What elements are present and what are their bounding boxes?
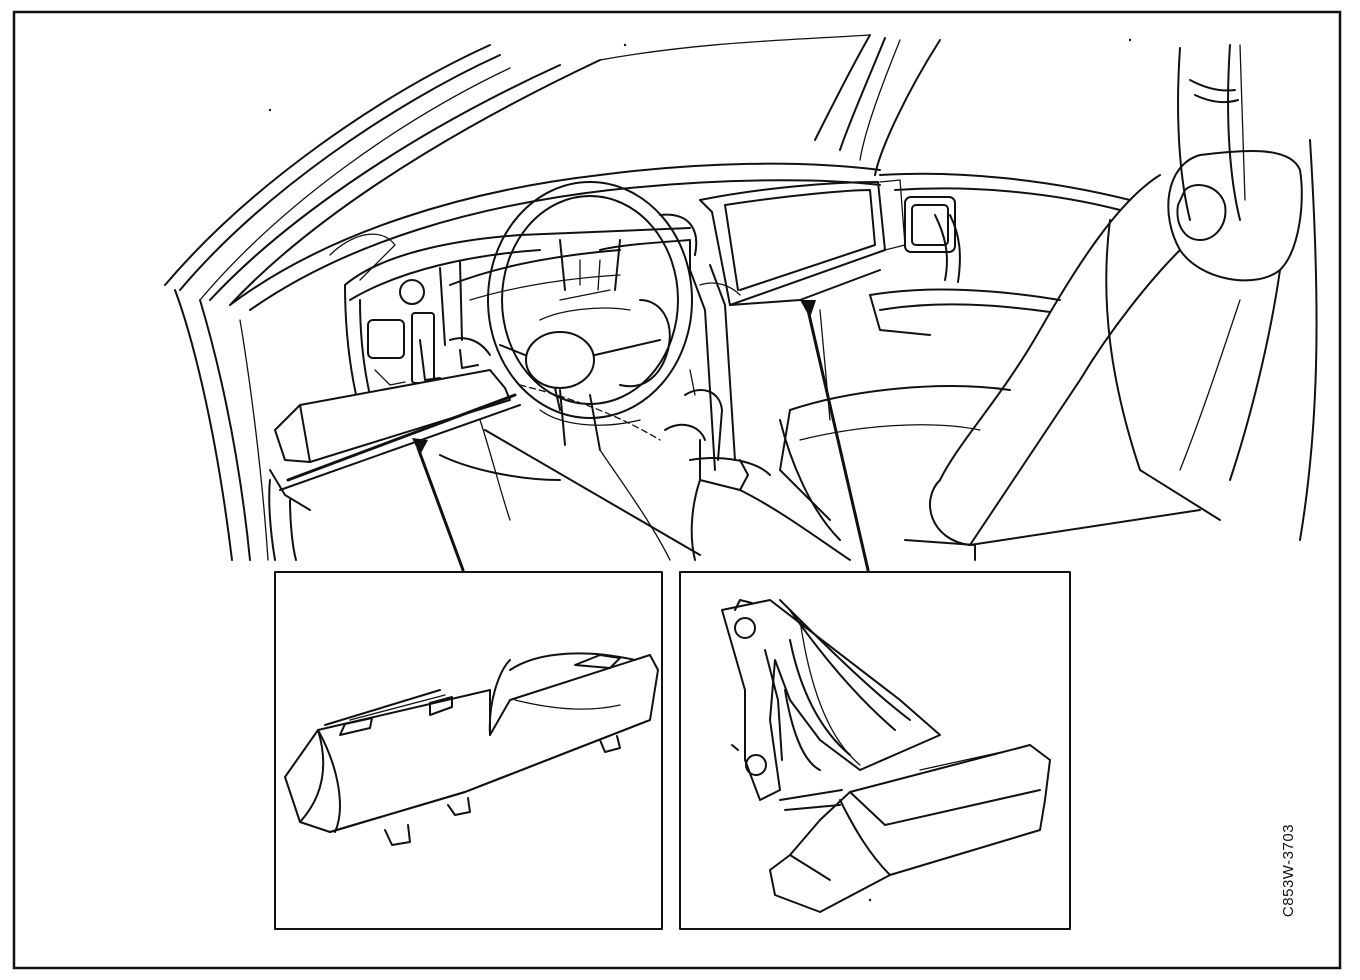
passenger-seat [779,149,1303,546]
b-pillar [1177,44,1318,541]
passenger-door [819,172,1221,521]
a-pillar [164,44,601,561]
inset-glovebox-bracket [679,571,1071,930]
wiring-harness [519,384,661,441]
floor-tunnel [599,449,976,561]
windshield-edge [599,34,871,61]
steering-wheel [487,181,693,419]
driver-knee-area [268,369,701,561]
dashboard-top [229,162,881,311]
inset-knee-bolster [274,571,663,930]
bracket-part [721,599,1051,913]
figure-code-text: C853W-3703 [1280,823,1298,917]
inset-frame-right [679,571,1071,930]
inset-frame-left [274,571,663,930]
center-stack [664,264,771,491]
right-pillar [814,34,941,176]
car-interior-view [164,34,1318,572]
scan-specks [268,38,1132,902]
figure-code-label: C853W-3703 [1278,800,1300,940]
passenger-dash [699,179,906,306]
knee-bolster-part [284,652,659,846]
steering-column [539,389,641,451]
figure-border [12,10,1342,970]
leader-lines [412,300,870,572]
